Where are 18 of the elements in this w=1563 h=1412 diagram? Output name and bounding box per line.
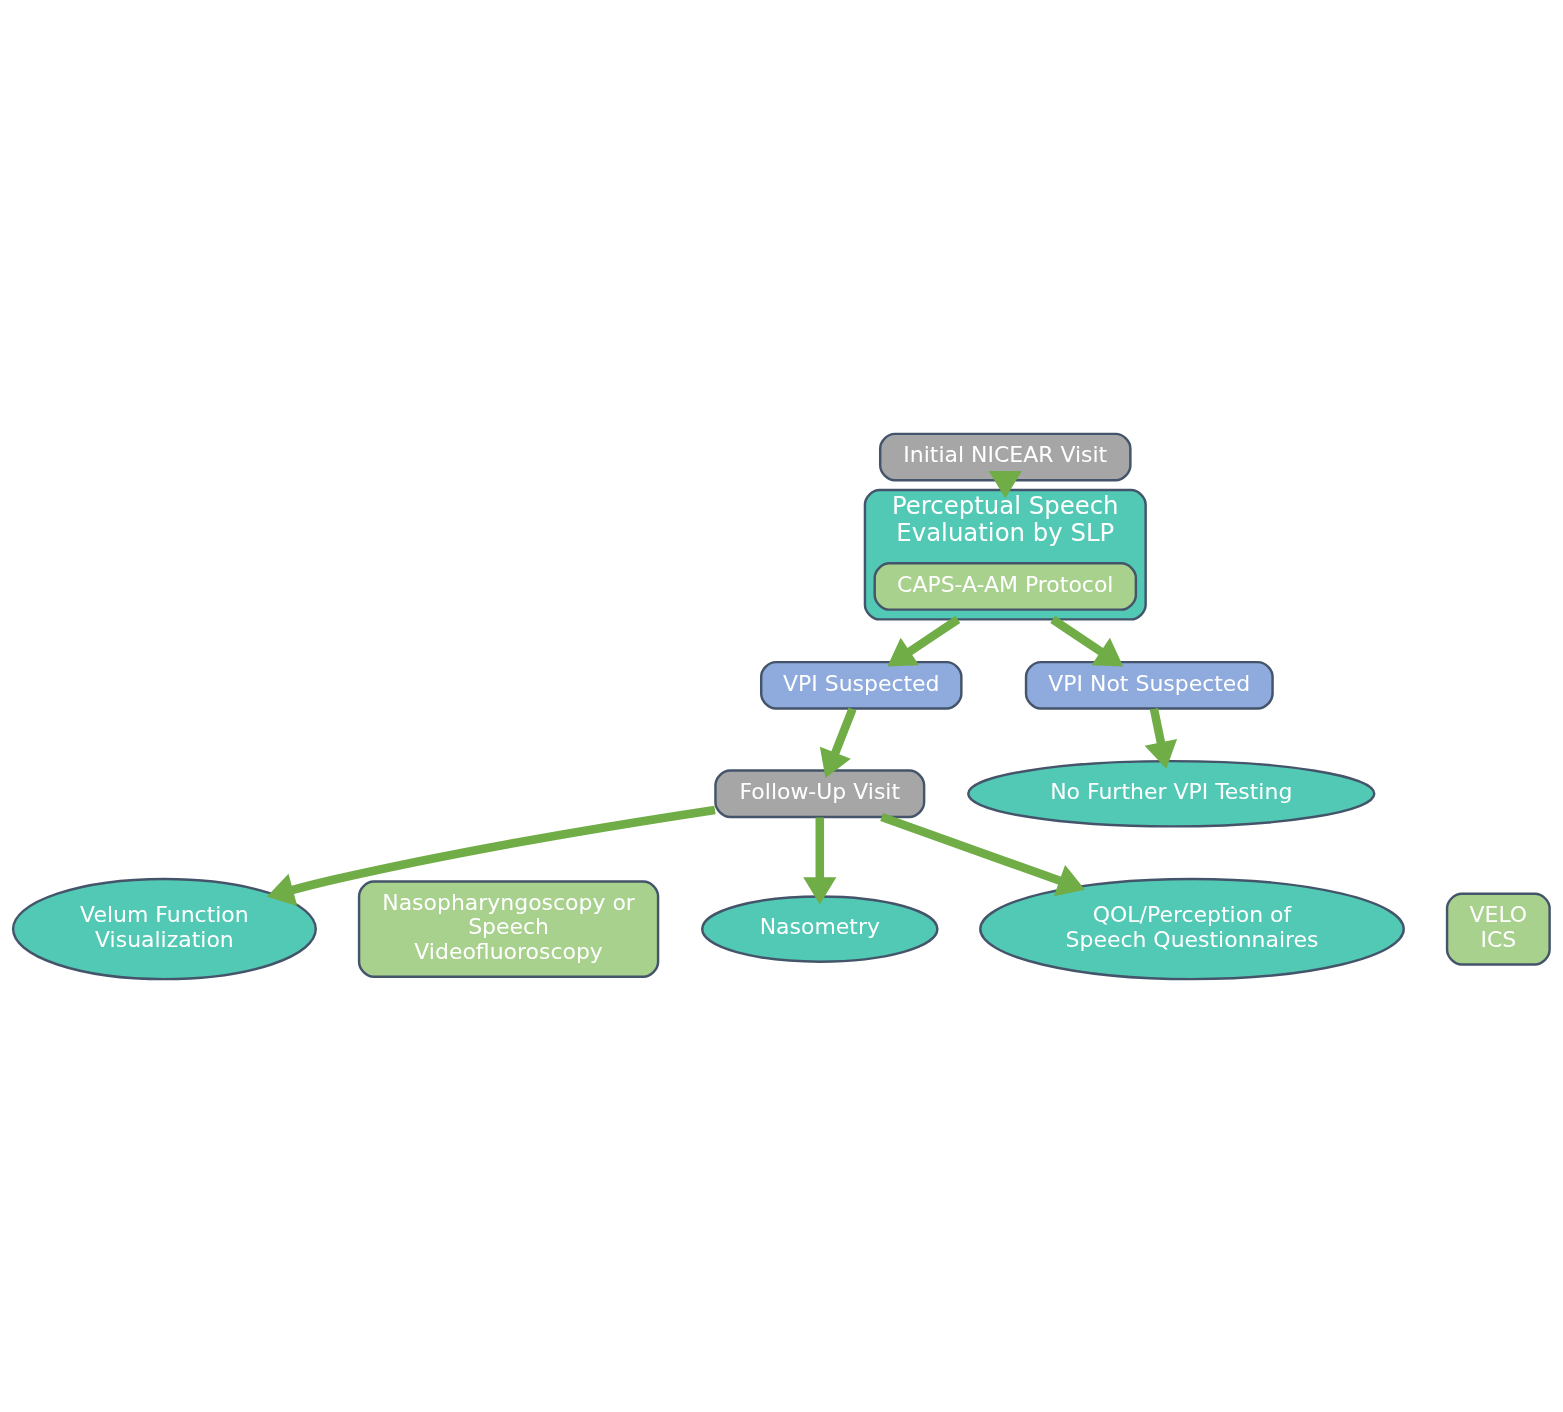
node-ellipse: Velum Function Visualization [11,877,317,980]
node-box: VELO ICS [1445,891,1551,966]
node-box: VPI Suspected [760,660,963,710]
arrow [819,706,857,778]
node-ellipse: QOL/Perception of Speech Questionnaires [979,877,1405,980]
node-box: Follow-Up Visit [714,768,926,818]
node-box: Nasopharyngoscopy or Speech Videofluoroscopy [357,879,660,978]
arrow [880,812,1085,896]
node-box: CAPS-A-AM Protocol [873,561,1138,611]
arrow [887,615,961,667]
arrow [803,817,837,904]
node-box: VPI Not Suspected [1024,660,1274,710]
node-ellipse: Nasometry [701,894,939,963]
node-ellipse: No Further VPI Testing [967,759,1376,828]
arrow [266,805,716,906]
arrow [988,470,1022,498]
arrow [1144,707,1178,769]
arrow [1050,615,1124,667]
